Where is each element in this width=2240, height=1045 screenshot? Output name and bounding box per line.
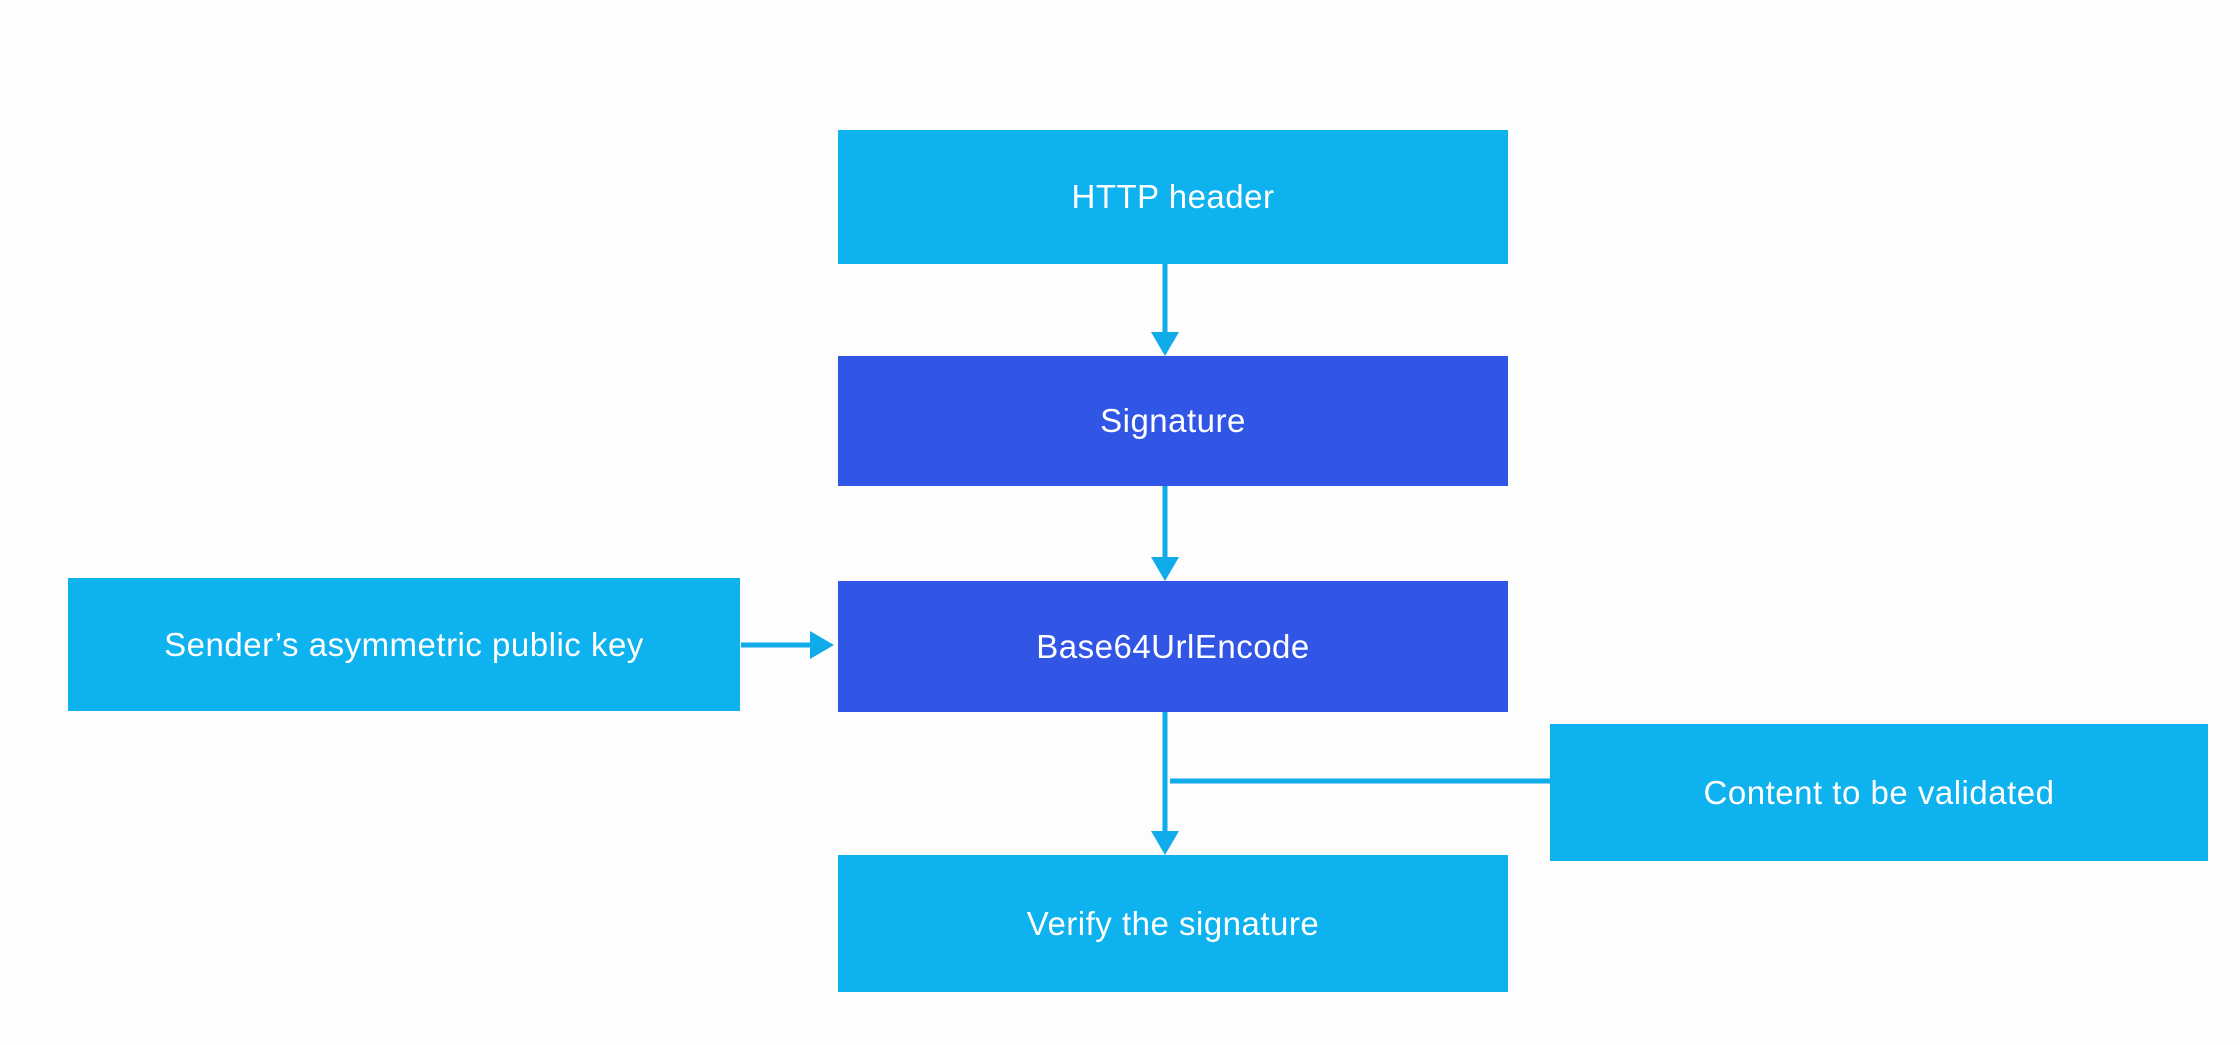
arrow-signature-to-base64 [1151, 486, 1179, 581]
node-signature-label: Signature [1100, 402, 1246, 440]
node-content-to-be-validated: Content to be validated [1550, 724, 2208, 861]
node-verify-signature-label: Verify the signature [1026, 904, 1320, 942]
node-sender-public-key-label: Sender’s asymmetric public key [164, 625, 644, 663]
arrow-http-to-signature [1151, 264, 1179, 356]
arrow-base64-to-verify [1151, 712, 1179, 855]
node-base64urlencode-label: Base64UrlEncode [1036, 627, 1310, 665]
node-http-header: HTTP header [838, 130, 1508, 264]
node-verify-signature: Verify the signature [838, 855, 1508, 992]
node-http-header-label: HTTP header [1071, 178, 1275, 216]
node-sender-public-key: Sender’s asymmetric public key [68, 578, 740, 711]
node-base64urlencode: Base64UrlEncode [838, 581, 1508, 712]
arrow-sender-to-base64 [741, 631, 834, 659]
node-content-to-be-validated-label: Content to be validated [1703, 773, 2055, 811]
node-signature: Signature [838, 356, 1508, 486]
